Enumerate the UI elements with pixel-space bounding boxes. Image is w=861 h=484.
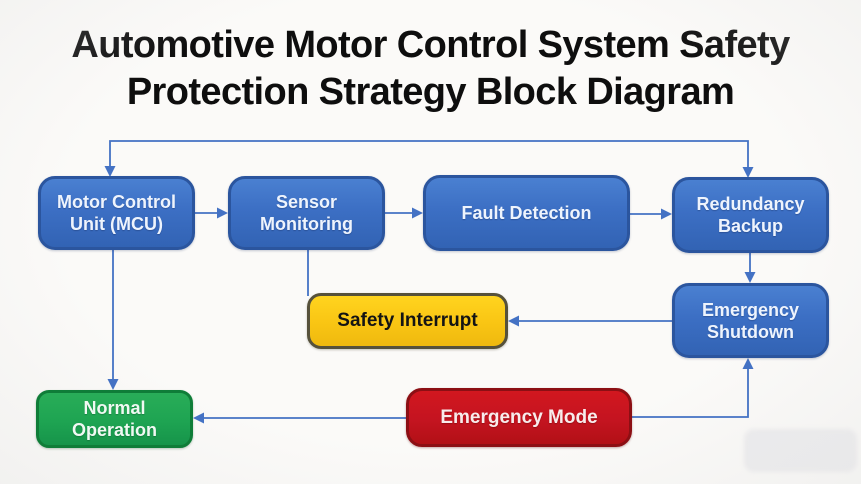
block-label: Operation <box>71 420 157 440</box>
connector-emergency-shutdown <box>632 366 749 418</box>
diagram-title-line2: Protection Strategy Block Diagram <box>126 71 735 113</box>
arrowhead-into-normal-right <box>193 412 204 424</box>
block-label: Sensor <box>275 192 338 212</box>
arrowhead-into-fault-left <box>412 207 423 219</box>
arrowhead-into-redundancy-top <box>742 167 754 178</box>
block-redundancy-backup: Redundancy Backup <box>672 177 829 253</box>
arrowhead-into-sensor-left <box>217 207 228 219</box>
block-label: Normal <box>83 398 146 418</box>
block-label: Emergency <box>701 299 800 320</box>
connector-feedback-line <box>109 140 749 174</box>
block-sensor-monitoring: Sensor Monitoring <box>228 176 385 250</box>
block-normal-operation: Normal Operation <box>36 390 193 448</box>
diagram-title-line1: Automotive Motor Control System Safety <box>71 24 790 66</box>
block-emergency-mode: Emergency Mode <box>406 388 632 447</box>
arrowhead-into-redundancy-left <box>661 208 672 220</box>
arrowhead-into-interrupt-right <box>508 315 519 327</box>
block-label: Fault Detection <box>461 203 592 223</box>
block-fault-detection: Fault Detection <box>423 175 630 251</box>
block-label: Shutdown <box>707 321 794 342</box>
block-label: Monitoring <box>260 214 353 234</box>
block-label: Unit (MCU) <box>70 214 163 234</box>
watermark-ghost <box>744 429 857 472</box>
block-label: Safety Interrupt <box>337 310 478 331</box>
diagram-title: Automotive Motor Control System Safety P… <box>0 22 861 116</box>
block-label: Redundancy <box>696 194 805 214</box>
arrowhead-into-normal-top <box>107 379 119 390</box>
block-label: Motor Control <box>57 192 176 212</box>
arrowhead-into-shutdown-top <box>744 272 756 283</box>
arrowhead-into-shutdown-bottom <box>742 358 754 369</box>
block-emergency-shutdown: Emergency Shutdown <box>672 283 829 358</box>
block-motor-control-unit: Motor Control Unit (MCU) <box>38 176 195 250</box>
block-safety-interrupt: Safety Interrupt <box>307 293 508 349</box>
block-label: Backup <box>717 216 784 236</box>
block-label: Emergency Mode <box>440 406 598 428</box>
arrowhead-into-mcu-top <box>104 166 116 177</box>
